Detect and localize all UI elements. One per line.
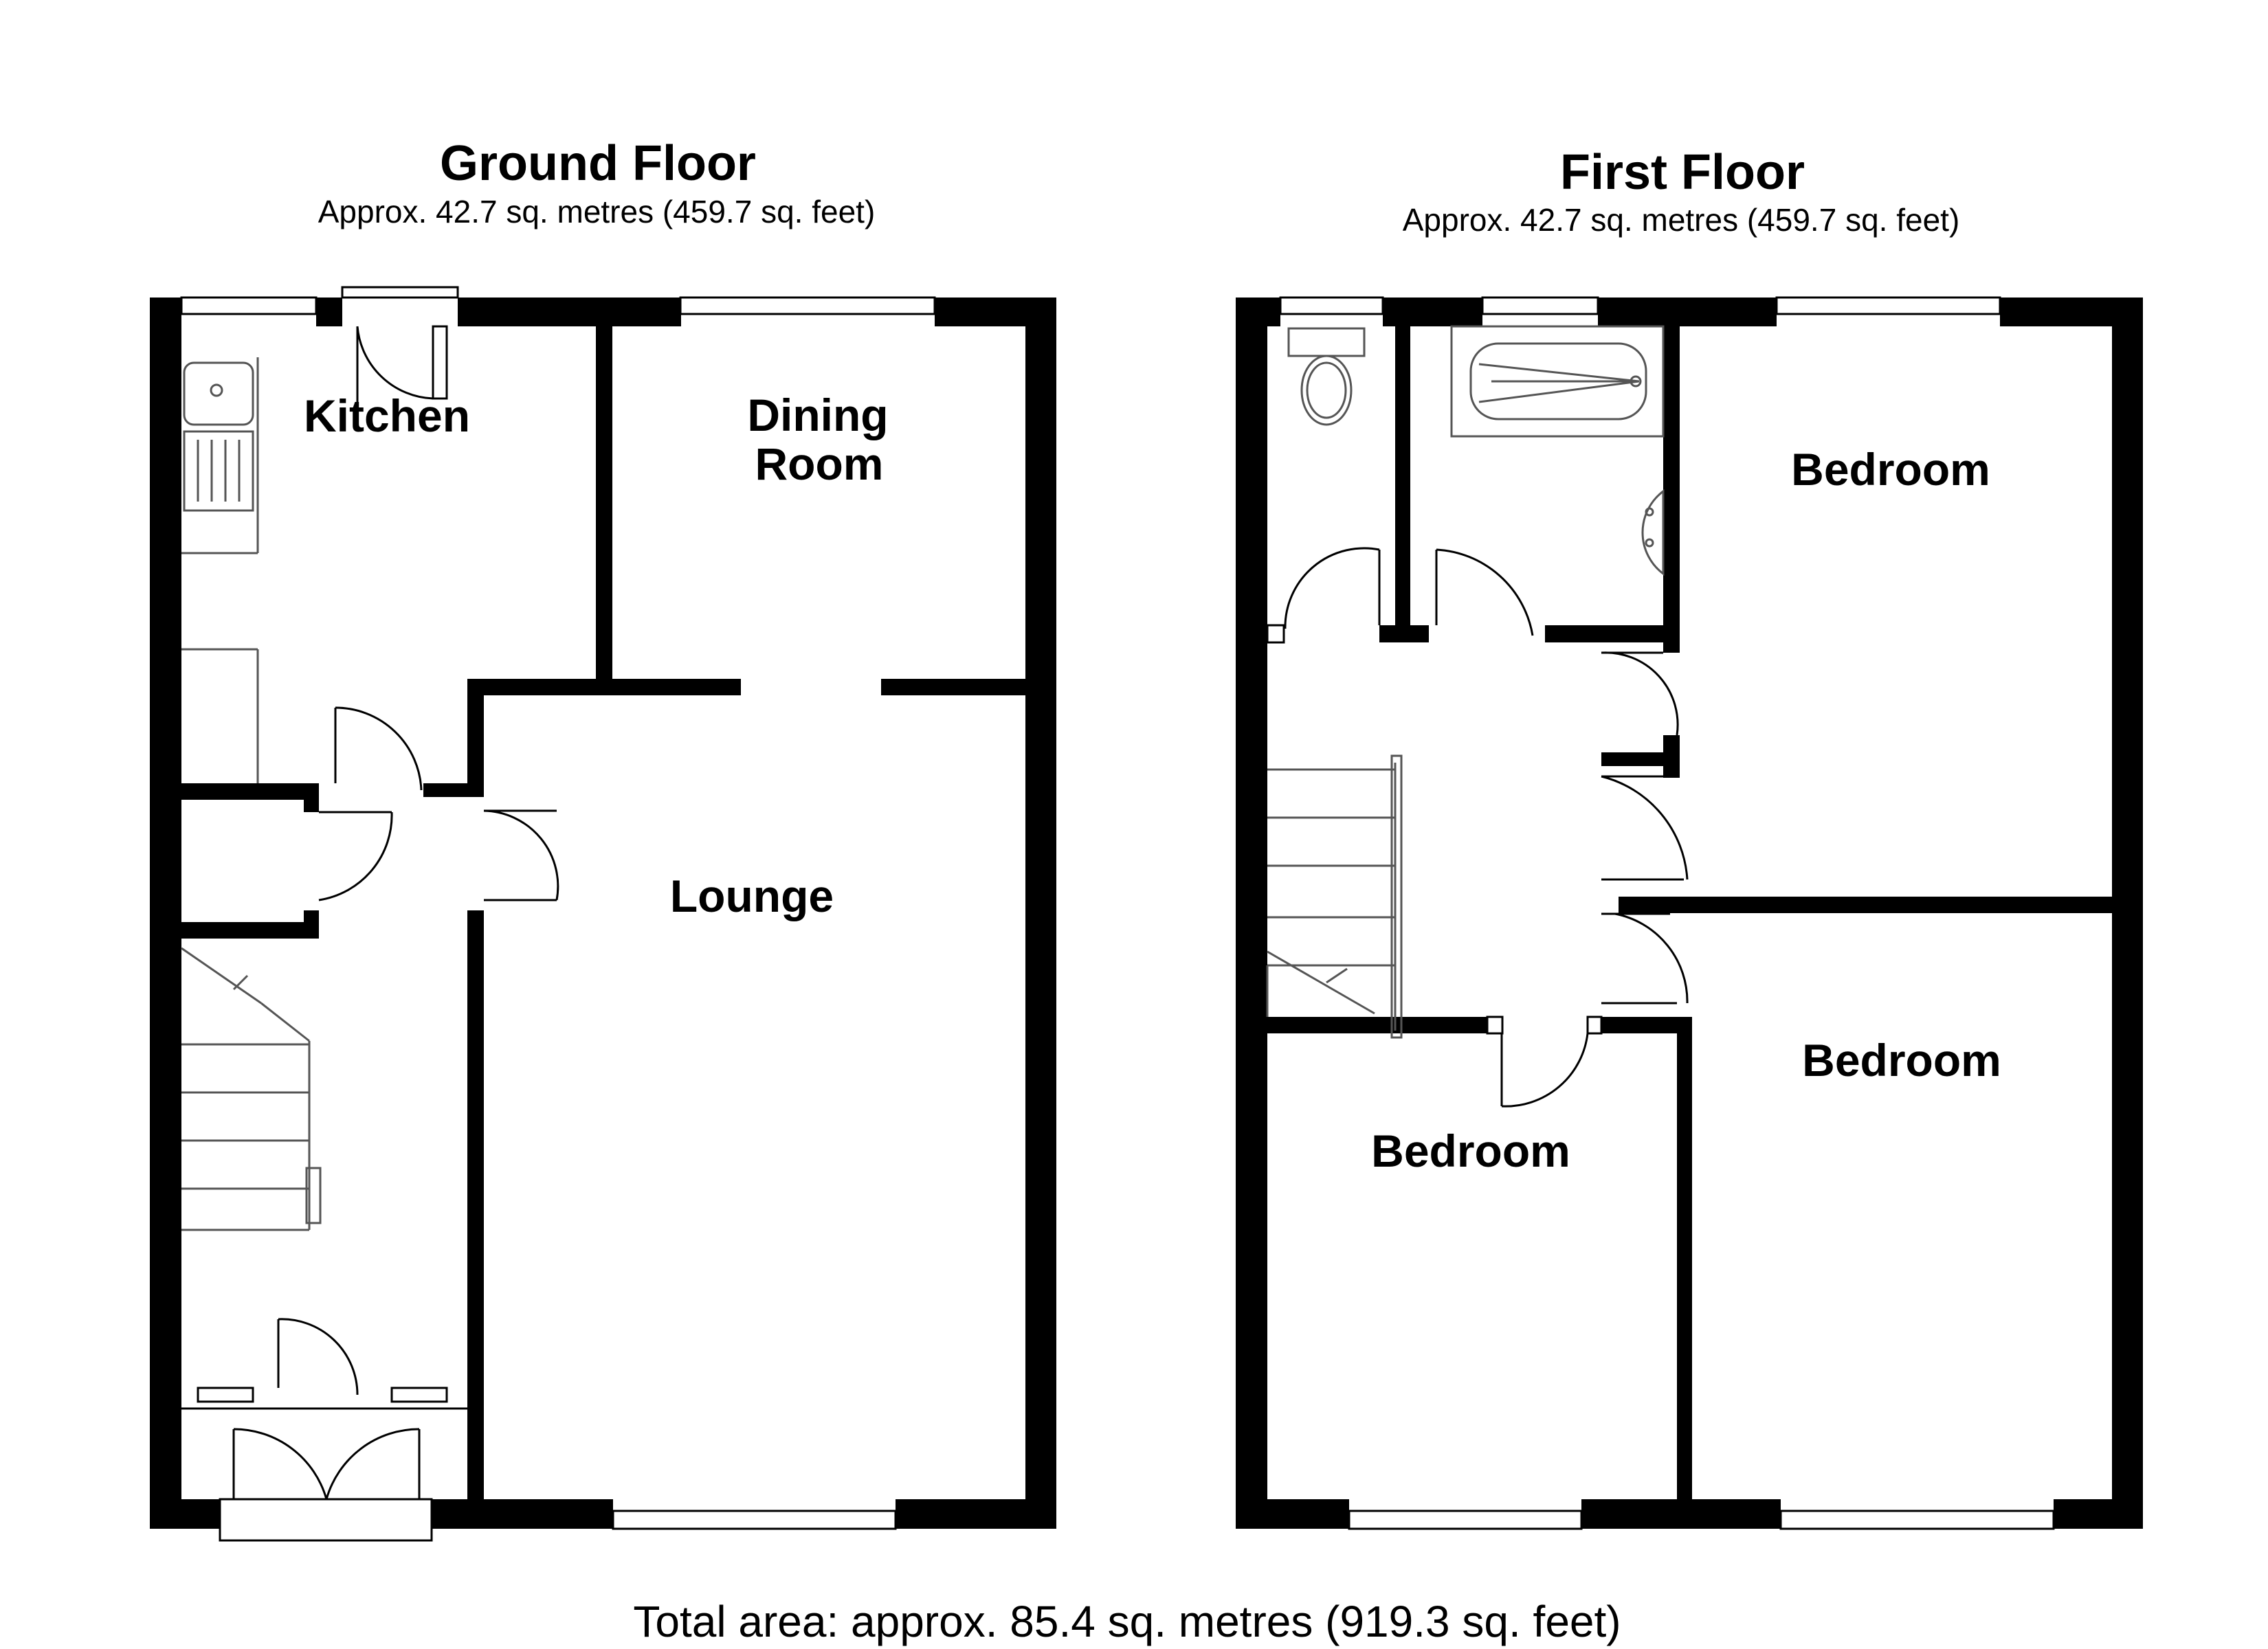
first-floor-title: First Floor <box>1560 145 1805 200</box>
ground-interior-walls <box>181 326 1025 1499</box>
ground-floor-area: Approx. 42.7 sq. metres (459.7 sq. feet) <box>318 194 876 229</box>
first-stairs <box>1266 754 1403 1039</box>
room-label-bedroom-rear-right: Bedroom <box>1791 444 1990 495</box>
ground-internal-doors <box>181 706 559 1542</box>
first-internal-doors <box>1266 547 1689 1108</box>
room-label-dining-room-line2: Room <box>755 438 884 489</box>
first-interior-walls <box>1267 326 2112 1499</box>
ground-stairs <box>181 947 322 1231</box>
kitchen-worktop <box>181 357 259 783</box>
kitchen-back-door <box>341 286 459 405</box>
sink-icon <box>183 361 254 512</box>
ground-floor-plan: Kitchen Dining Room Lounge <box>150 286 1056 1542</box>
ground-floor-title: Ground Floor <box>440 136 756 191</box>
room-label-bedroom-front-left: Bedroom <box>1371 1125 1570 1176</box>
basin-icon <box>1641 489 1665 576</box>
first-floor-area: Approx. 42.7 sq. metres (459.7 sq. feet) <box>1403 202 1960 238</box>
ground-windows <box>180 296 936 1530</box>
first-windows <box>1279 296 2055 1530</box>
toilet-icon <box>1287 327 1366 426</box>
room-label-dining-room-line1: Dining <box>747 390 888 440</box>
bath-icon <box>1450 325 1665 438</box>
ground-exterior-walls <box>150 298 1056 1529</box>
total-area: Total area: approx. 85.4 sq. metres (919… <box>633 1597 1621 1646</box>
first-exterior-walls <box>1236 298 2143 1529</box>
room-label-kitchen: Kitchen <box>304 390 470 441</box>
room-label-bedroom-front-right: Bedroom <box>1802 1035 2001 1086</box>
room-label-lounge: Lounge <box>670 871 834 921</box>
first-floor-plan: Bedroom Bedroom Bedroom <box>1236 296 2143 1530</box>
